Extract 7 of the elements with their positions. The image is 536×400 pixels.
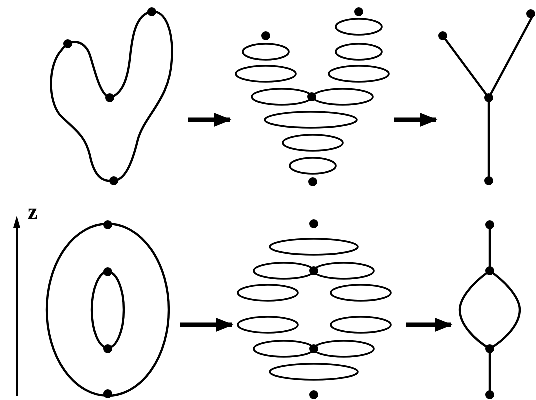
axis-label: z: [28, 200, 38, 224]
arrow: [188, 112, 232, 128]
shape-drawing: [440, 8, 536, 186]
arrow: [180, 318, 234, 332]
arrow: [406, 318, 453, 332]
arrow: [394, 112, 438, 128]
shape-drawing: [45, 222, 172, 400]
